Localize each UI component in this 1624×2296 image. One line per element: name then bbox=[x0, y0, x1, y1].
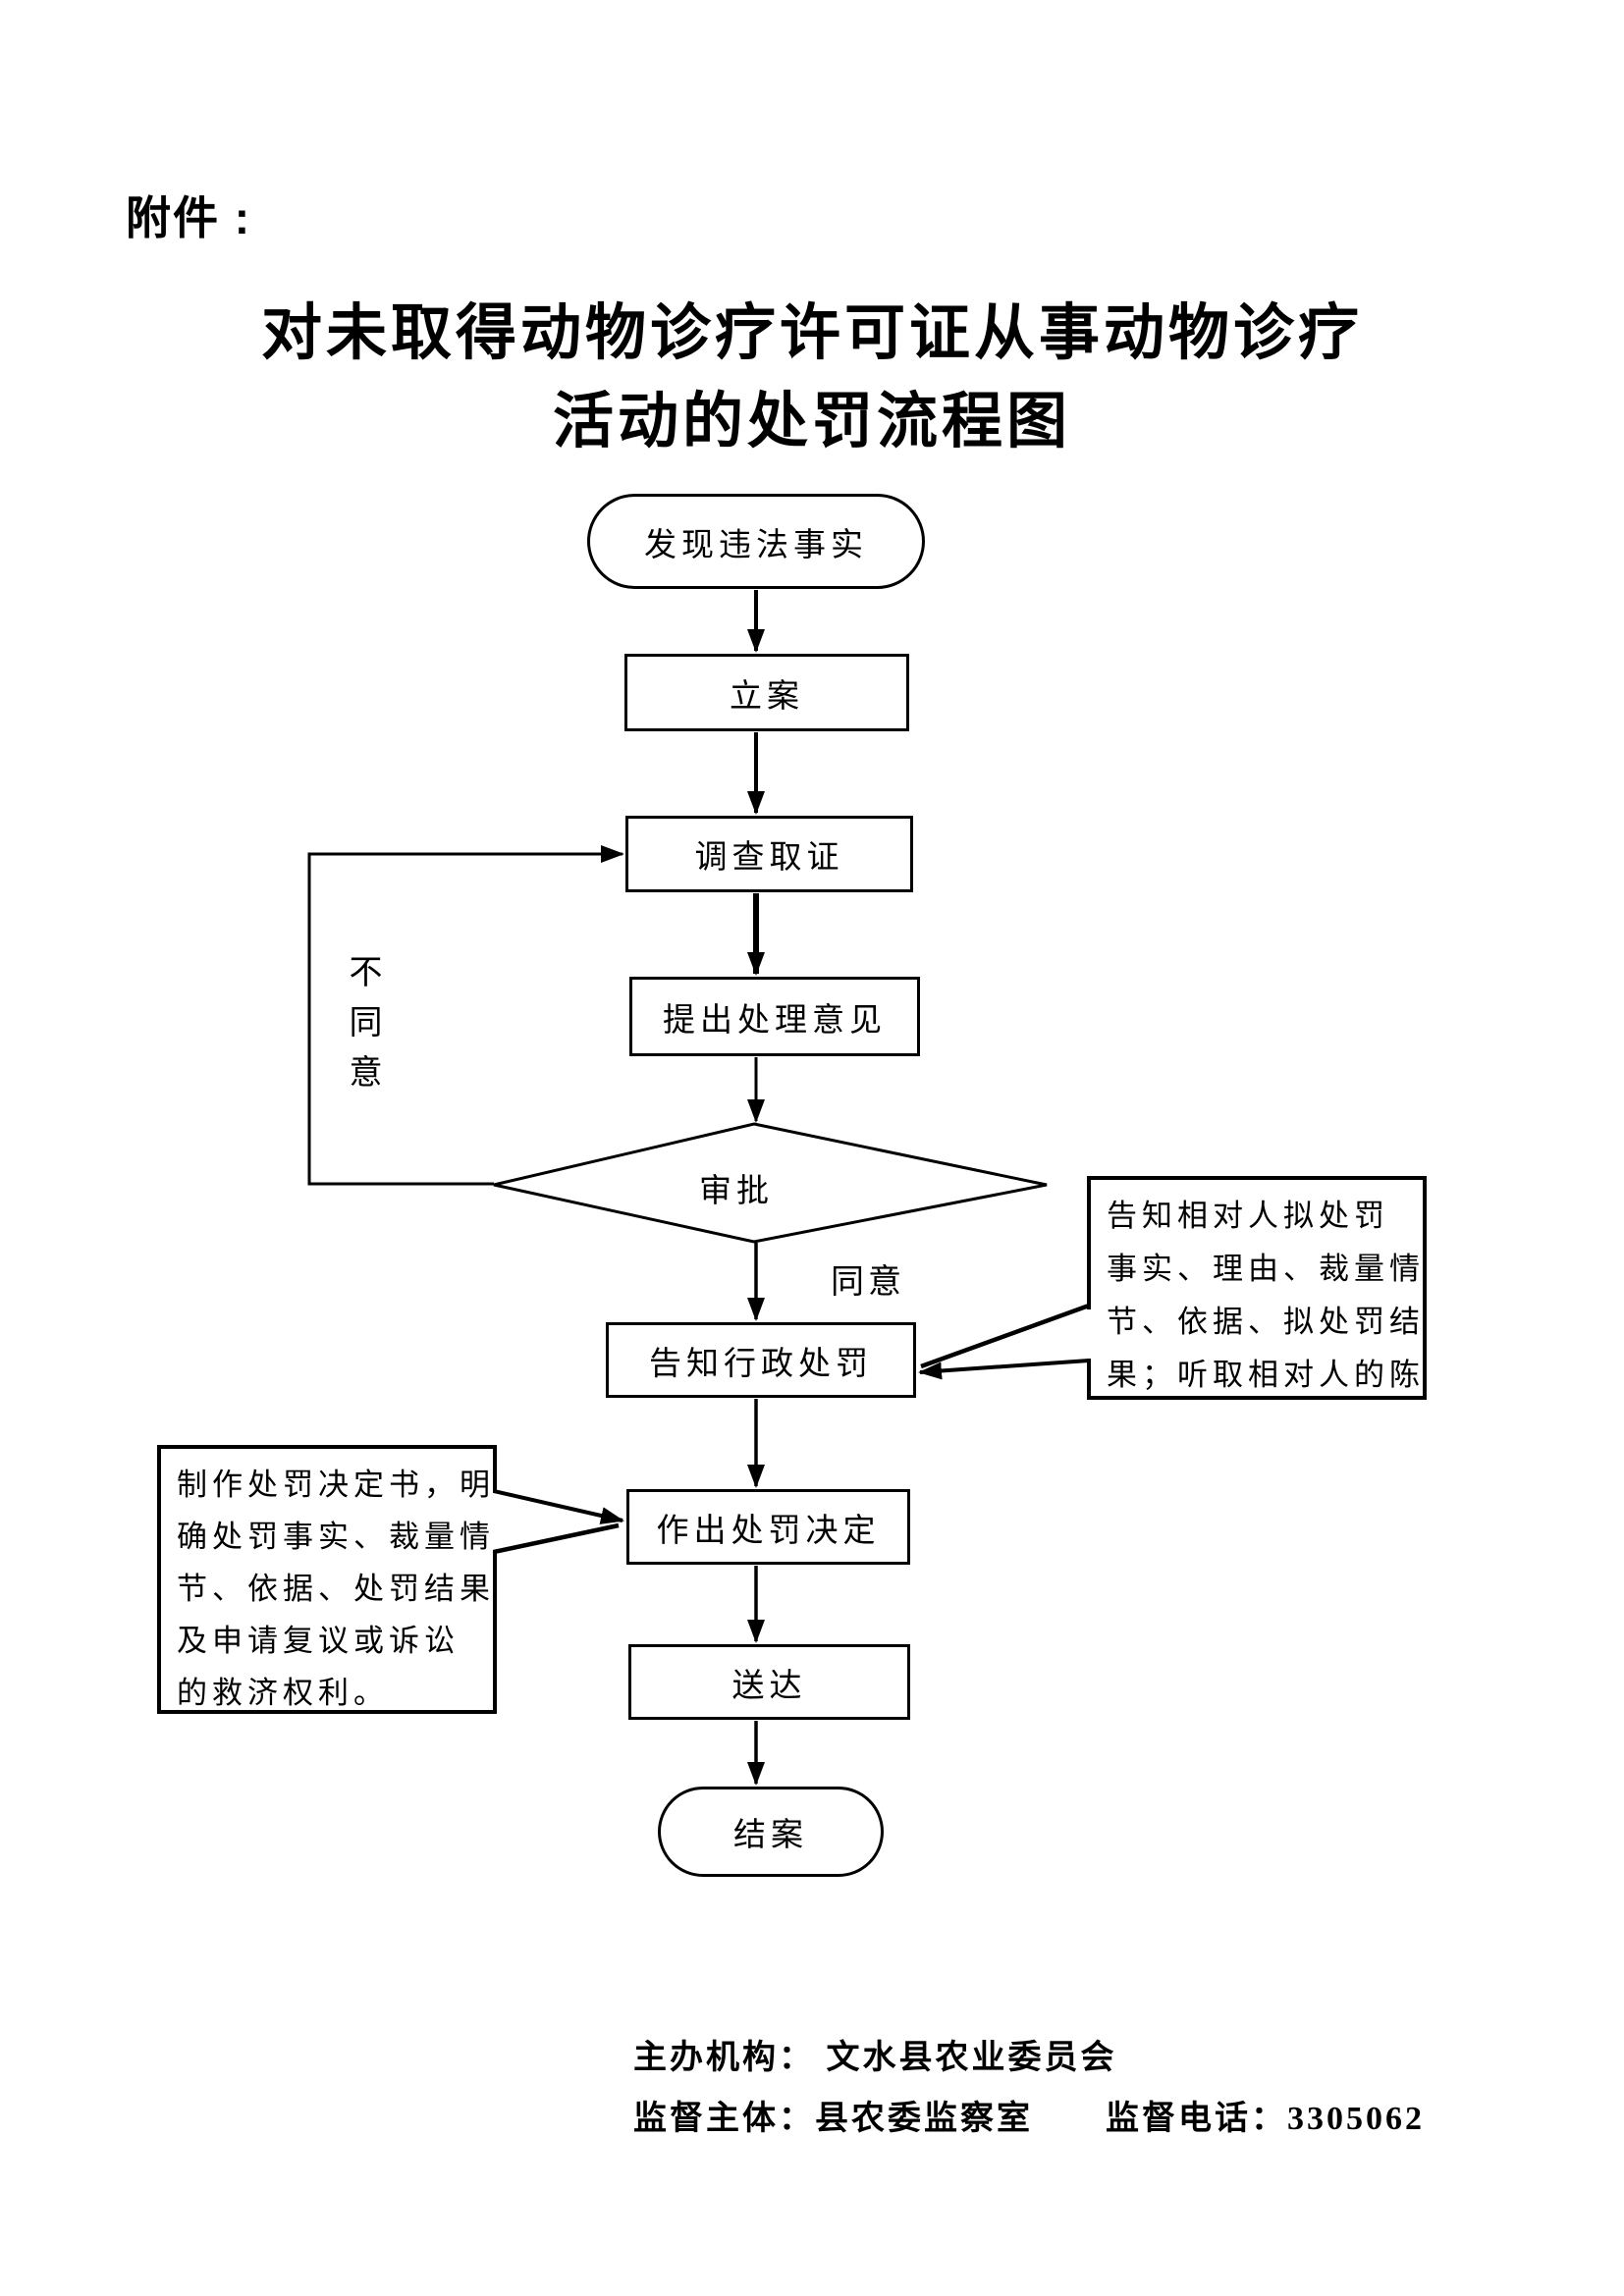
attachment-label: 附件 : bbox=[126, 192, 252, 243]
flow-node-file-case-label: 立案 bbox=[730, 678, 804, 715]
callout-decision-details-line: 节、依据、处罚结果 bbox=[177, 1572, 495, 1606]
flow-node-propose-opinion: 提出处理意见 bbox=[629, 977, 920, 1056]
flow-node-deliver: 送达 bbox=[628, 1644, 910, 1720]
flow-node-file-case: 立案 bbox=[624, 654, 909, 731]
branch-label-disagree: 不同意 bbox=[344, 954, 380, 1104]
callout-notify-details-line: 节、依据、拟处罚结 bbox=[1107, 1305, 1425, 1339]
footer-supervisor: 监督主体：县农委监察室 监督电话：3305062 bbox=[633, 2101, 1425, 2137]
flow-node-start-label: 发现违法事实 bbox=[644, 527, 868, 563]
flow-node-approve-label: 审批 bbox=[699, 1174, 774, 1209]
callout-notify-details-line: 果；听取相对人的陈 bbox=[1107, 1358, 1425, 1392]
flow-node-propose-opinion-label: 提出处理意见 bbox=[663, 1002, 887, 1039]
callout-decision-details-line: 及申请复议或诉讼 bbox=[177, 1624, 460, 1658]
flow-node-close-case-label: 结案 bbox=[733, 1818, 808, 1853]
callout-notify-details-line: 事实、理由、裁量情 bbox=[1107, 1252, 1425, 1286]
flow-node-close-case: 结案 bbox=[658, 1787, 884, 1877]
callout-decision-pointer-upper bbox=[493, 1489, 624, 1524]
flow-node-start: 发现违法事实 bbox=[587, 494, 925, 589]
flow-node-notify-penalty: 告知行政处罚 bbox=[606, 1322, 916, 1398]
callout-notify-pointer-lower bbox=[918, 1359, 1090, 1380]
flow-node-notify-penalty-label: 告知行政处罚 bbox=[649, 1346, 873, 1382]
flow-node-make-decision: 作出处罚决定 bbox=[626, 1489, 910, 1565]
flow-node-investigate-label: 调查取证 bbox=[694, 840, 844, 876]
callout-decision-details: 制作处罚决定书，明 确处罚事实、裁量情 节、依据、处罚结果 及申请复议或诉讼 的… bbox=[157, 1445, 497, 1714]
callout-decision-details-line: 确处罚事实、裁量情 bbox=[177, 1520, 495, 1554]
callout-notify-pointer-upper bbox=[920, 1303, 1090, 1369]
callout-decision-details-line: 制作处罚决定书，明 bbox=[177, 1468, 495, 1502]
callout-notify-details-line: 告知相对人拟处罚 bbox=[1107, 1199, 1389, 1233]
flow-node-deliver-label: 送达 bbox=[731, 1668, 807, 1704]
flow-node-investigate: 调查取证 bbox=[625, 816, 913, 892]
page-title-line1: 对未取得动物诊疗许可证从事动物诊疗 bbox=[260, 299, 1363, 367]
callout-decision-pointer-lower bbox=[493, 1522, 620, 1555]
footer-organizer: 主办机构： 文水县农业委员会 bbox=[633, 2040, 1117, 2076]
callout-decision-details-line: 的救济权利。 bbox=[177, 1676, 389, 1710]
page-title-line2: 活动的处罚流程图 bbox=[552, 388, 1071, 455]
callout-notify-details: 告知相对人拟处罚 事实、理由、裁量情 节、依据、拟处罚结 果；听取相对人的陈 bbox=[1087, 1176, 1427, 1400]
branch-label-agree: 同意 bbox=[831, 1264, 905, 1301]
flow-node-make-decision-label: 作出处罚决定 bbox=[656, 1513, 881, 1549]
